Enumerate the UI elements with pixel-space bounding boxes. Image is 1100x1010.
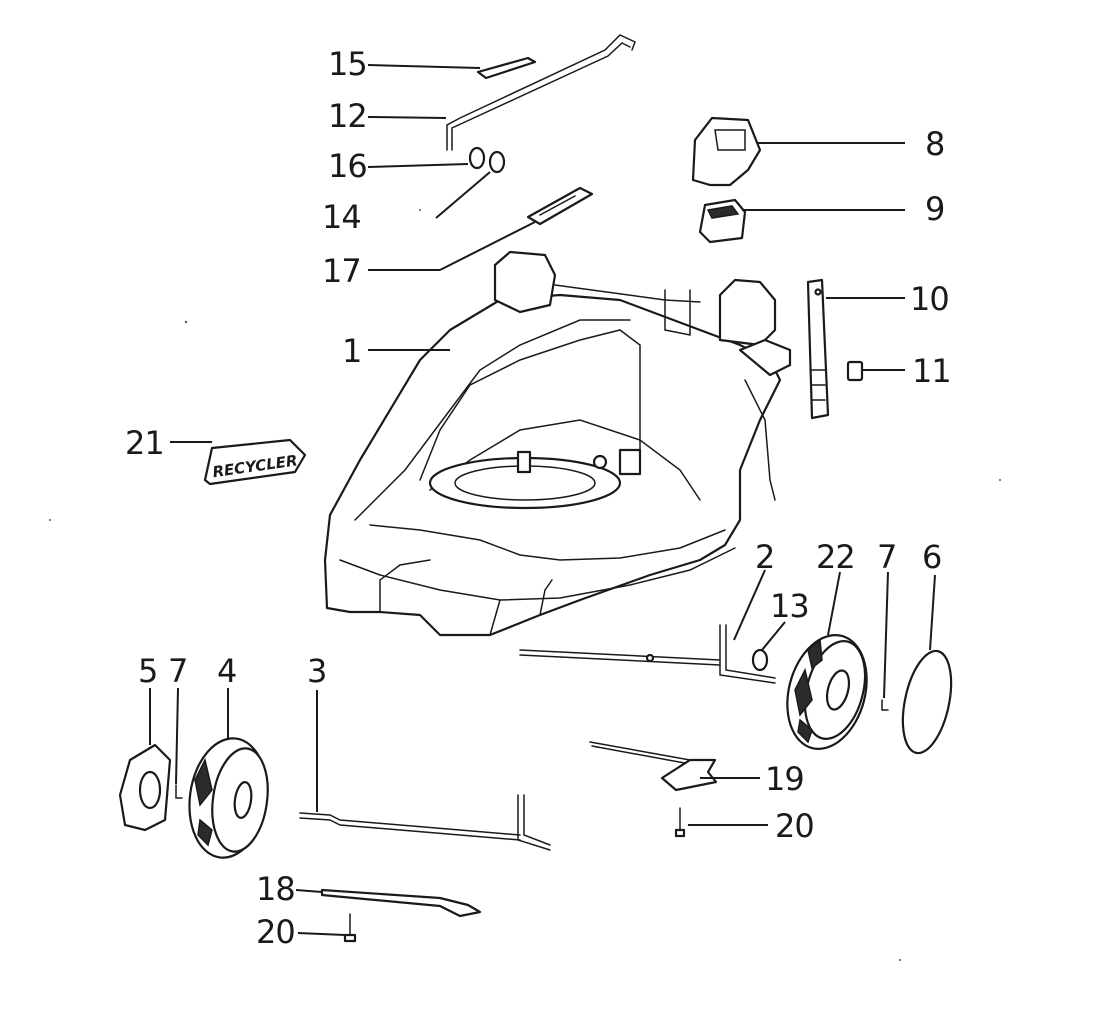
blade-bracket-part — [589, 741, 718, 792]
label-22: 22 — [816, 538, 855, 576]
label-20-left: 20 — [256, 913, 295, 951]
scan-specks — [49, 209, 1001, 961]
label-10: 10 — [910, 280, 949, 318]
washer-part — [468, 146, 506, 174]
front-wheel-part — [188, 737, 269, 859]
recycler-decal-part: RECYCLER — [203, 438, 307, 486]
label-4: 4 — [217, 652, 236, 690]
label-1: 1 — [342, 332, 361, 370]
label-16: 16 — [328, 147, 367, 185]
label-11: 11 — [912, 352, 951, 390]
label-18: 18 — [256, 870, 295, 908]
front-axle-part — [299, 794, 551, 851]
clip-part — [526, 186, 594, 226]
hub-cap-part — [901, 649, 953, 755]
nut-part — [846, 360, 864, 382]
label-6: 6 — [922, 538, 941, 576]
pin-part-right — [881, 699, 889, 711]
screw-part-left — [343, 913, 357, 943]
label-2: 2 — [755, 538, 774, 576]
label-14: 14 — [322, 198, 361, 236]
handle-bracket-part — [691, 116, 762, 187]
label-21: 21 — [125, 424, 164, 462]
rear-wheel-part — [786, 634, 868, 750]
label-7-left: 7 — [168, 652, 187, 690]
rear-axle-part — [519, 624, 776, 684]
cable-rod-part — [446, 34, 636, 151]
label-20-right: 20 — [775, 807, 814, 845]
part-number-labels: 15 12 16 14 17 1 8 9 10 11 21 2 22 7 6 1… — [125, 45, 952, 951]
tab-part — [476, 56, 537, 80]
label-17: 17 — [322, 252, 361, 290]
leader-lines — [149, 64, 936, 936]
label-15: 15 — [328, 45, 367, 83]
blade-part — [320, 888, 482, 918]
deck-housing-part — [323, 250, 792, 637]
screw-part-right — [674, 807, 686, 838]
label-9: 9 — [925, 190, 944, 228]
label-5: 5 — [138, 652, 157, 690]
label-12: 12 — [328, 97, 367, 135]
hub-cap-left-part — [118, 743, 172, 832]
knob-part — [698, 198, 747, 244]
label-7-right: 7 — [877, 538, 896, 576]
label-13: 13 — [770, 587, 809, 625]
height-adjust-bar-part — [806, 278, 830, 420]
label-19: 19 — [765, 760, 804, 798]
label-3: 3 — [307, 652, 326, 690]
pin-part-left — [175, 784, 183, 799]
spring-part — [751, 648, 769, 672]
label-8: 8 — [925, 125, 944, 163]
